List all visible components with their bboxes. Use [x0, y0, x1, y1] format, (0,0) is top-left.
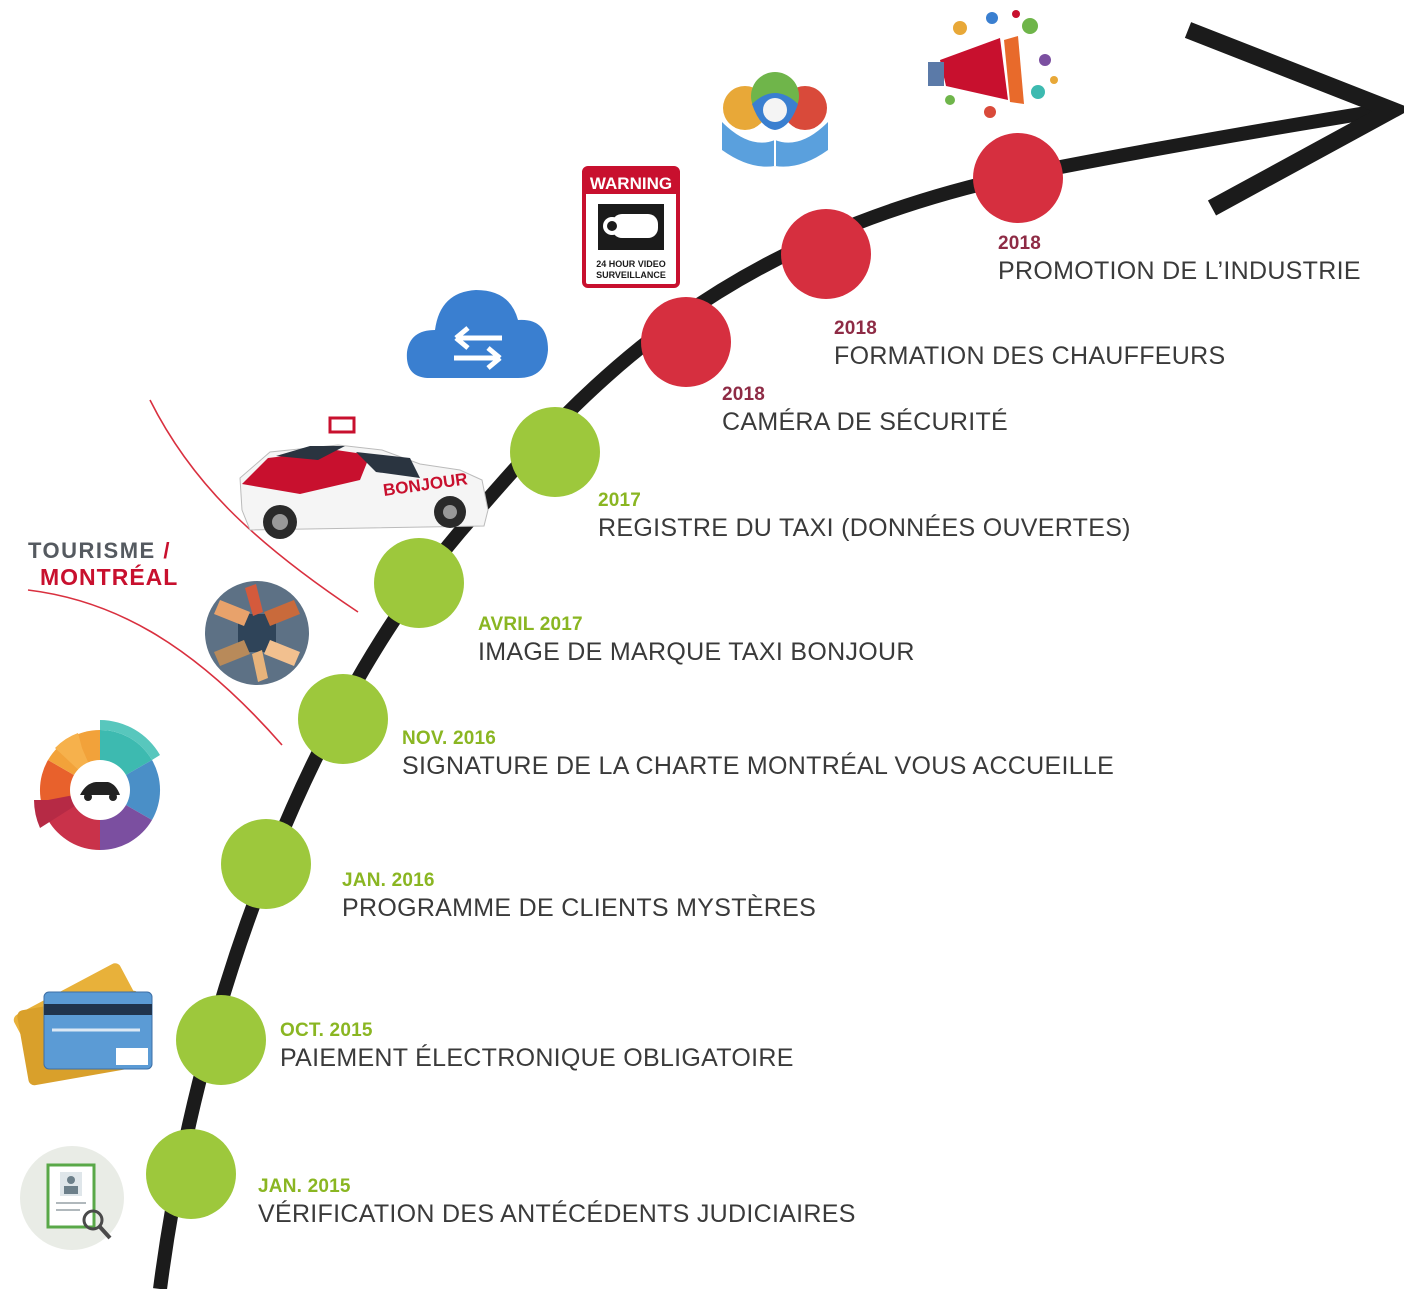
- milestone-dot: [781, 209, 871, 299]
- milestone-title: PROGRAMME DE CLIENTS MYSTÈRES: [342, 894, 817, 922]
- milestone-date: 2018: [722, 384, 766, 405]
- logo-line-2: MONTRÉAL: [40, 564, 179, 590]
- tourisme-montreal-logo: TOURISME / MONTRÉAL: [28, 538, 178, 590]
- milestone-date: AVRIL 2017: [478, 614, 583, 635]
- logo-line-1: TOURISME: [28, 538, 156, 563]
- circular-infographic-icon: [34, 720, 161, 850]
- warning-sign-footer-1: 24 HOUR VIDEO: [596, 259, 666, 269]
- red-swoosh-upper: [149, 399, 359, 613]
- milestone-date: JAN. 2016: [342, 870, 435, 891]
- timeline-arrow-head: [1184, 22, 1404, 216]
- milestone-dot: [298, 674, 388, 764]
- milestone-title: PROMOTION DE L’INDUSTRIE: [998, 257, 1361, 285]
- megaphone-icon: [928, 10, 1058, 118]
- joined-hands-icon: [205, 581, 309, 685]
- milestone-date: 2018: [834, 318, 878, 339]
- warning-sign-footer-2: SURVEILLANCE: [596, 270, 666, 280]
- milestone-title: SIGNATURE DE LA CHARTE MONTRÉAL VOUS ACC…: [402, 752, 1115, 780]
- surveillance-camera-icon: WARNING 24 HOUR VIDEO SURVEILLANCE: [582, 166, 680, 288]
- milestone-dot: [374, 538, 464, 628]
- milestone-title: CAMÉRA DE SÉCURITÉ: [722, 408, 1009, 436]
- milestone-title: FORMATION DES CHAUFFEURS: [834, 342, 1226, 370]
- milestone-dot: [146, 1129, 236, 1219]
- milestone-dot: [221, 819, 311, 909]
- milestone-date: 2018: [998, 233, 1042, 254]
- milestone-title: VÉRIFICATION DES ANTÉCÉDENTS JUDICIAIRES: [258, 1200, 856, 1228]
- milestone-title: IMAGE DE MARQUE TAXI BONJOUR: [478, 638, 915, 666]
- timeline-curve: [153, 103, 1387, 1289]
- milestone-date: OCT. 2015: [280, 1020, 373, 1041]
- training-people-icon: [722, 72, 828, 167]
- milestone-dot: [641, 297, 731, 387]
- cloud-transfer-icon: [406, 290, 548, 378]
- milestone-date: NOV. 2016: [402, 728, 497, 749]
- milestone-date: JAN. 2015: [258, 1176, 351, 1197]
- milestone-title: REGISTRE DU TAXI (DONNÉES OUVERTES): [598, 514, 1131, 542]
- document-search-icon: [20, 1146, 124, 1250]
- warning-sign-header: WARNING: [590, 174, 672, 193]
- milestone-dot: [973, 133, 1063, 223]
- milestone-dot: [176, 995, 266, 1085]
- logo-slash: /: [163, 538, 171, 563]
- credit-card-icon: [13, 963, 153, 1086]
- taxi-car-icon: BONJOUR: [239, 416, 489, 539]
- milestone-date: 2017: [598, 490, 642, 511]
- milestone-dot: [510, 407, 600, 497]
- red-swoosh-lower: [27, 589, 283, 746]
- milestone-title: PAIEMENT ÉLECTRONIQUE OBLIGATOIRE: [280, 1044, 794, 1072]
